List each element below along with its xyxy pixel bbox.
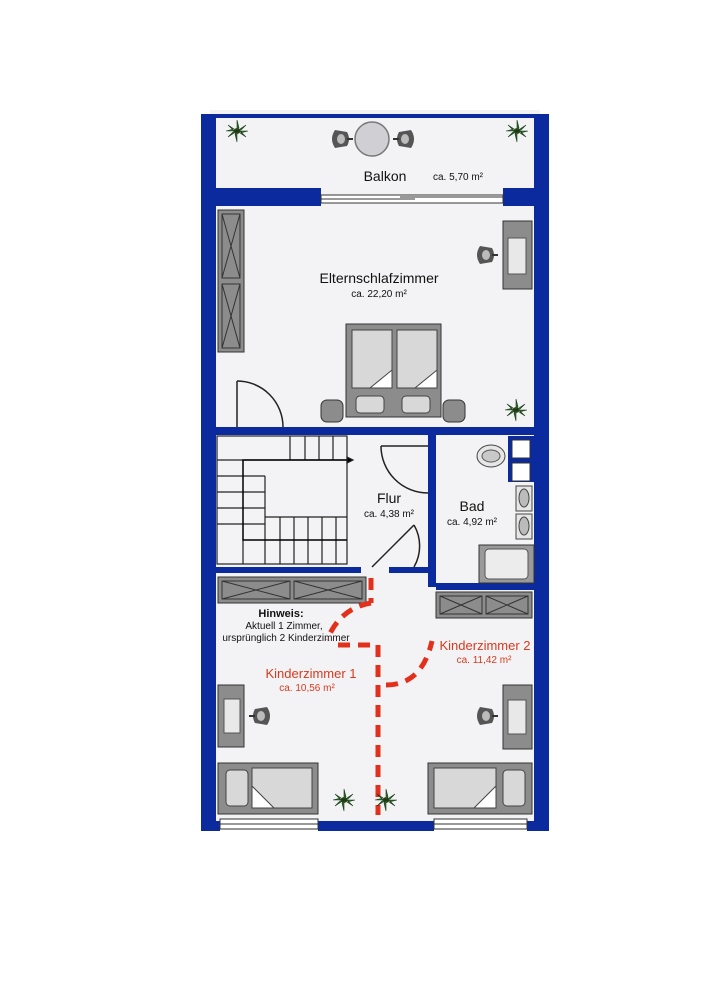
single-bed-icon: [427, 762, 533, 815]
room-name-bad: Bad: [460, 498, 485, 514]
note-line1: Aktuell 1 Zimmer,: [245, 621, 322, 632]
wardrobe-icon: [217, 209, 245, 353]
room-name-kinderzimmer1: Kinderzimmer 1: [265, 666, 356, 681]
nightstand-icon: [442, 399, 466, 423]
room-area-flur: ca. 4,38 m²: [364, 509, 415, 520]
toilet-icon: [476, 444, 506, 468]
door-swing-icon: [371, 445, 429, 568]
desk-icon: [217, 684, 245, 748]
door-swing-icon: [236, 380, 284, 428]
desk-icon: [502, 684, 533, 750]
wardrobe-icon: [435, 591, 533, 619]
desk-icon: [502, 220, 533, 290]
room-area-bad: ca. 4,92 m²: [447, 517, 498, 528]
wardrobe-icon: [217, 576, 367, 604]
table-icon: [354, 121, 390, 157]
note-line2: ursprünglich 2 Kinderzimmer: [222, 633, 350, 644]
room-name-kinderzimmer2: Kinderzimmer 2: [439, 638, 530, 653]
partition-line: [324, 578, 435, 815]
sink-icon: [511, 439, 533, 540]
nightstand-icon: [320, 399, 344, 423]
note-title: Hinweis:: [258, 608, 303, 620]
room-name-balkon: Balkon: [364, 168, 407, 184]
room-area-balkon: ca. 5,70 m²: [433, 172, 484, 183]
balcony-sliding-door: [320, 194, 504, 204]
double-bed-icon: [345, 323, 442, 418]
stairs-icon: [216, 435, 355, 565]
windows: [219, 818, 528, 830]
single-bed-icon: [217, 762, 319, 815]
room-area-elternschlafzimmer: ca. 22,20 m²: [351, 289, 407, 300]
room-area-kinderzimmer1: ca. 10,56 m²: [279, 683, 335, 694]
room-name-elternschlafzimmer: Elternschlafzimmer: [319, 270, 438, 286]
room-name-flur: Flur: [377, 490, 401, 506]
room-area-kinderzimmer2: ca. 11,42 m²: [457, 655, 513, 666]
bathtub-icon: [478, 544, 535, 584]
